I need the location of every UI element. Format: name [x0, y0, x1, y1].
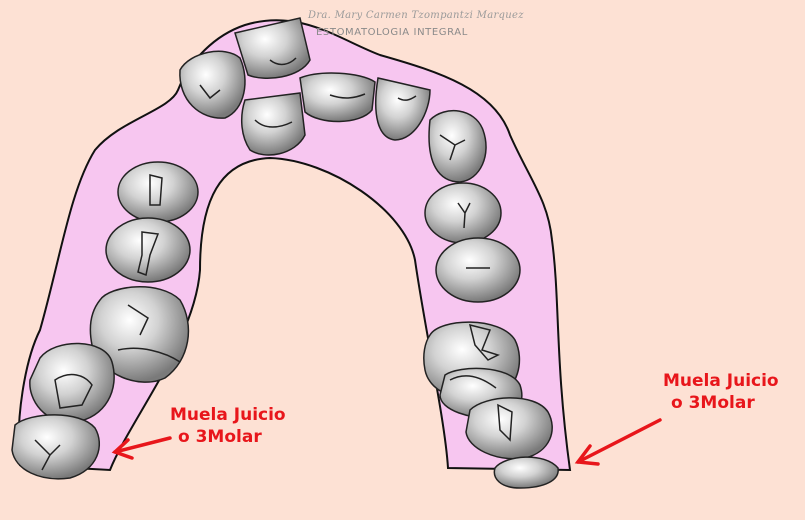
- tooth-premolar-left-2: [106, 218, 190, 282]
- tooth-canine-right: [429, 111, 486, 182]
- specialty-caption: ESTOMATOLOGIA INTEGRAL: [316, 27, 468, 38]
- annotation-left-line2: o 3Molar: [170, 426, 286, 448]
- annotation-left: Muela Juicio o 3Molar: [170, 404, 286, 448]
- annotation-right: Muela Juicio o 3Molar: [663, 370, 779, 414]
- arrow-right: [578, 420, 660, 464]
- tooth-wisdom-right: [494, 457, 558, 488]
- annotation-right-line1: Muela Juicio: [663, 371, 779, 391]
- author-caption: Dra. Mary Carmen Tzompantzi Marquez: [308, 10, 524, 21]
- tooth-incisor-left: [242, 93, 305, 155]
- tooth-molar-right-3: [466, 398, 552, 459]
- tooth-wisdom-left: [12, 415, 99, 479]
- tooth-premolar-left-1: [118, 162, 198, 222]
- tooth-premolar-right-2: [436, 238, 520, 302]
- annotation-right-line2: o 3Molar: [663, 392, 779, 414]
- annotation-left-line1: Muela Juicio: [170, 405, 286, 425]
- tooth-premolar-right-1: [425, 183, 501, 243]
